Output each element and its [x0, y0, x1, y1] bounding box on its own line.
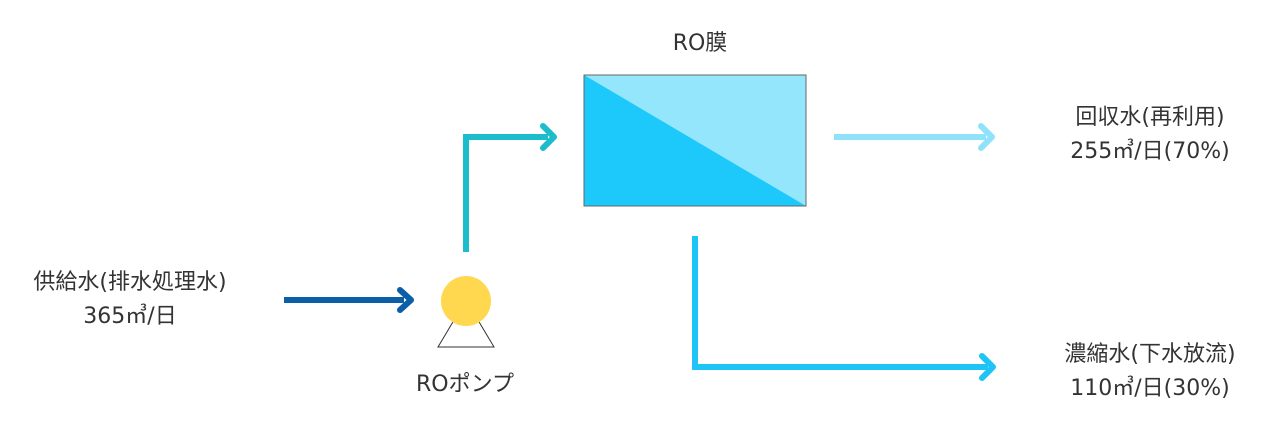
pump-circle: [441, 276, 491, 326]
concentrate-flow: 110㎥/日(30%): [1070, 376, 1230, 401]
feed-name: 供給水(排水処理水): [33, 270, 227, 295]
concentrate-label: 濃縮水(下水放流) 110㎥/日(30%): [1030, 338, 1270, 406]
membrane-outline: [583, 74, 807, 207]
feed-label: 供給水(排水処理水) 365㎥/日: [0, 266, 260, 334]
concentrate-name: 濃縮水(下水放流): [1064, 342, 1236, 367]
recovered-flow: 255㎥/日(70%): [1070, 139, 1230, 164]
ro-membrane: [583, 74, 807, 207]
recovered-label: 回収水(再利用) 255㎥/日(70%): [1030, 101, 1270, 169]
membrane-title-text: RO膜: [672, 31, 728, 56]
pump-label: ROポンプ: [390, 368, 540, 402]
membrane-title: RO膜: [650, 27, 750, 61]
pump-label-text: ROポンプ: [416, 372, 514, 397]
pump-outlet-arrow: [463, 123, 557, 252]
ro-pump: [437, 276, 495, 348]
membrane-reject-region: [584, 75, 806, 206]
recovered-arrow: [834, 123, 995, 151]
feed-flow: 365㎥/日: [83, 304, 177, 329]
concentrate-arrow: [692, 236, 996, 381]
feed-arrow: [284, 287, 414, 313]
recovered-name: 回収水(再利用): [1075, 105, 1225, 130]
